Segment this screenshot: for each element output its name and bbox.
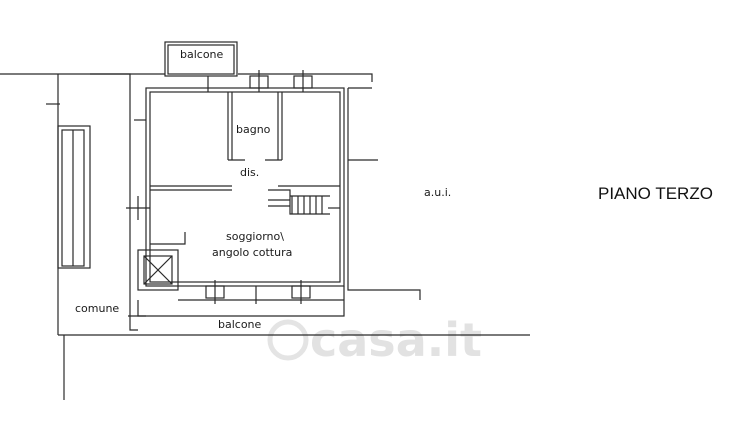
- label-soggiorno: soggiorno\: [226, 230, 284, 243]
- apartment-inner-wall: [149, 91, 341, 283]
- window-room-top: [293, 70, 313, 92]
- label-dis: dis.: [240, 166, 259, 179]
- label-angolo-cottura: angolo cottura: [212, 246, 292, 259]
- label-balcone-top: balcone: [180, 48, 224, 61]
- internal-stair-outline: [268, 189, 330, 215]
- window-bottom-1: [205, 280, 225, 304]
- lift-car: [143, 255, 173, 285]
- common-stair-outline: [57, 125, 91, 269]
- comune-mark: [46, 103, 146, 317]
- label-comune: comune: [75, 302, 119, 315]
- lift-cross-2: [143, 255, 173, 285]
- apartment-outer-wall: [145, 87, 345, 287]
- lift-shaft: [137, 249, 179, 291]
- window-bath-top: [249, 70, 269, 92]
- walls: [0, 41, 530, 400]
- common-corridor-wall: [90, 73, 138, 331]
- watermark: casa.it: [267, 313, 482, 367]
- label-balcone-bottom: balcone: [218, 318, 262, 331]
- window-left-wall: [126, 196, 150, 220]
- openings: [46, 70, 340, 317]
- label-bagno: bagno: [236, 123, 271, 136]
- living-left-wall: [150, 232, 186, 245]
- label-aui: a.u.i.: [424, 186, 451, 199]
- window-bottom-3: [291, 280, 311, 304]
- building-top-line-right: [238, 73, 373, 82]
- floor-title: PIANO TERZO: [598, 184, 713, 203]
- balcone-bottom-outline: [137, 286, 345, 317]
- internal-stair-steps: [268, 195, 330, 214]
- balcone-top-outline: [164, 41, 238, 77]
- watermark-logo-icon: [267, 319, 309, 361]
- balcone-top-inner: [167, 44, 235, 75]
- neighbour-wall-left: [347, 88, 421, 300]
- watermark-text: casa.it: [310, 313, 482, 367]
